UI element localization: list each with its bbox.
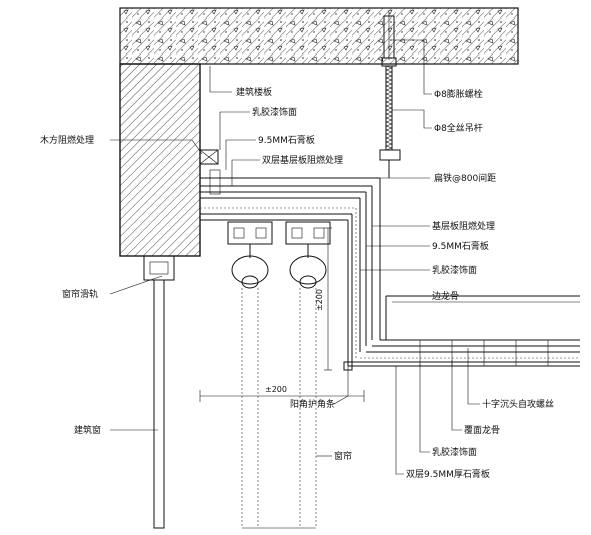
label-curtain: 窗帘 — [334, 450, 352, 462]
label-edge-keel: 边龙骨 — [432, 290, 459, 302]
label-expansion-bolt: Φ8膨胀螺栓 — [434, 88, 483, 100]
label-curtain-rail: 窗帘滑轨 — [62, 288, 98, 300]
ceiling-layers — [200, 169, 380, 221]
label-wood-fireproof: 木方阻燃处理 — [40, 134, 94, 146]
soffit-vertical — [347, 178, 381, 366]
building-wall — [119, 63, 201, 257]
label-threaded-rod: Φ8全丝吊杆 — [434, 122, 483, 134]
dimension-vertical: ±200 — [315, 227, 332, 371]
dimension-horizontal-label: ±200 — [265, 385, 287, 394]
building-slab — [119, 7, 519, 65]
label-building-window: 建筑窗 — [74, 424, 101, 436]
label-latex-paint-1: 乳胶漆饰面 — [252, 106, 297, 118]
wood-blocking — [199, 149, 219, 165]
label-cross-screw: 十字沉头自攻螺丝 — [482, 398, 554, 410]
label-flat-iron: 扁铁@800间距 — [434, 172, 496, 184]
dimension-horizontal: ±200 — [199, 385, 365, 402]
curtain-panels — [241, 288, 317, 529]
leader-lines — [109, 39, 480, 475]
label-gypsum-board-1: 9.5MM石膏板 — [258, 134, 315, 146]
dimension-vertical-label: ±200 — [315, 289, 324, 311]
label-latex-paint-3: 乳胶漆饰面 — [432, 446, 477, 458]
label-gypsum-board-2: 9.5MM石膏板 — [432, 240, 489, 252]
lower-ceiling — [343, 295, 580, 371]
label-corner-bead: 阳角护角条 — [290, 398, 335, 410]
label-building-slab: 建筑楼板 — [236, 86, 272, 98]
label-latex-paint-2: 乳胶漆饰面 — [432, 264, 477, 276]
curtain-track-1 — [227, 221, 273, 289]
label-base-board-fireproof: 基层板阻燃处理 — [432, 220, 495, 232]
window-frame — [143, 255, 175, 529]
label-double-base-board: 双层基层板阻燃处理 — [262, 154, 343, 166]
label-double-gypsum: 双层9.5MM厚石膏板 — [406, 468, 490, 480]
label-cover-keel: 覆面龙骨 — [464, 424, 500, 436]
curtain-track-2 — [285, 221, 331, 289]
hanger-rod — [379, 12, 401, 178]
